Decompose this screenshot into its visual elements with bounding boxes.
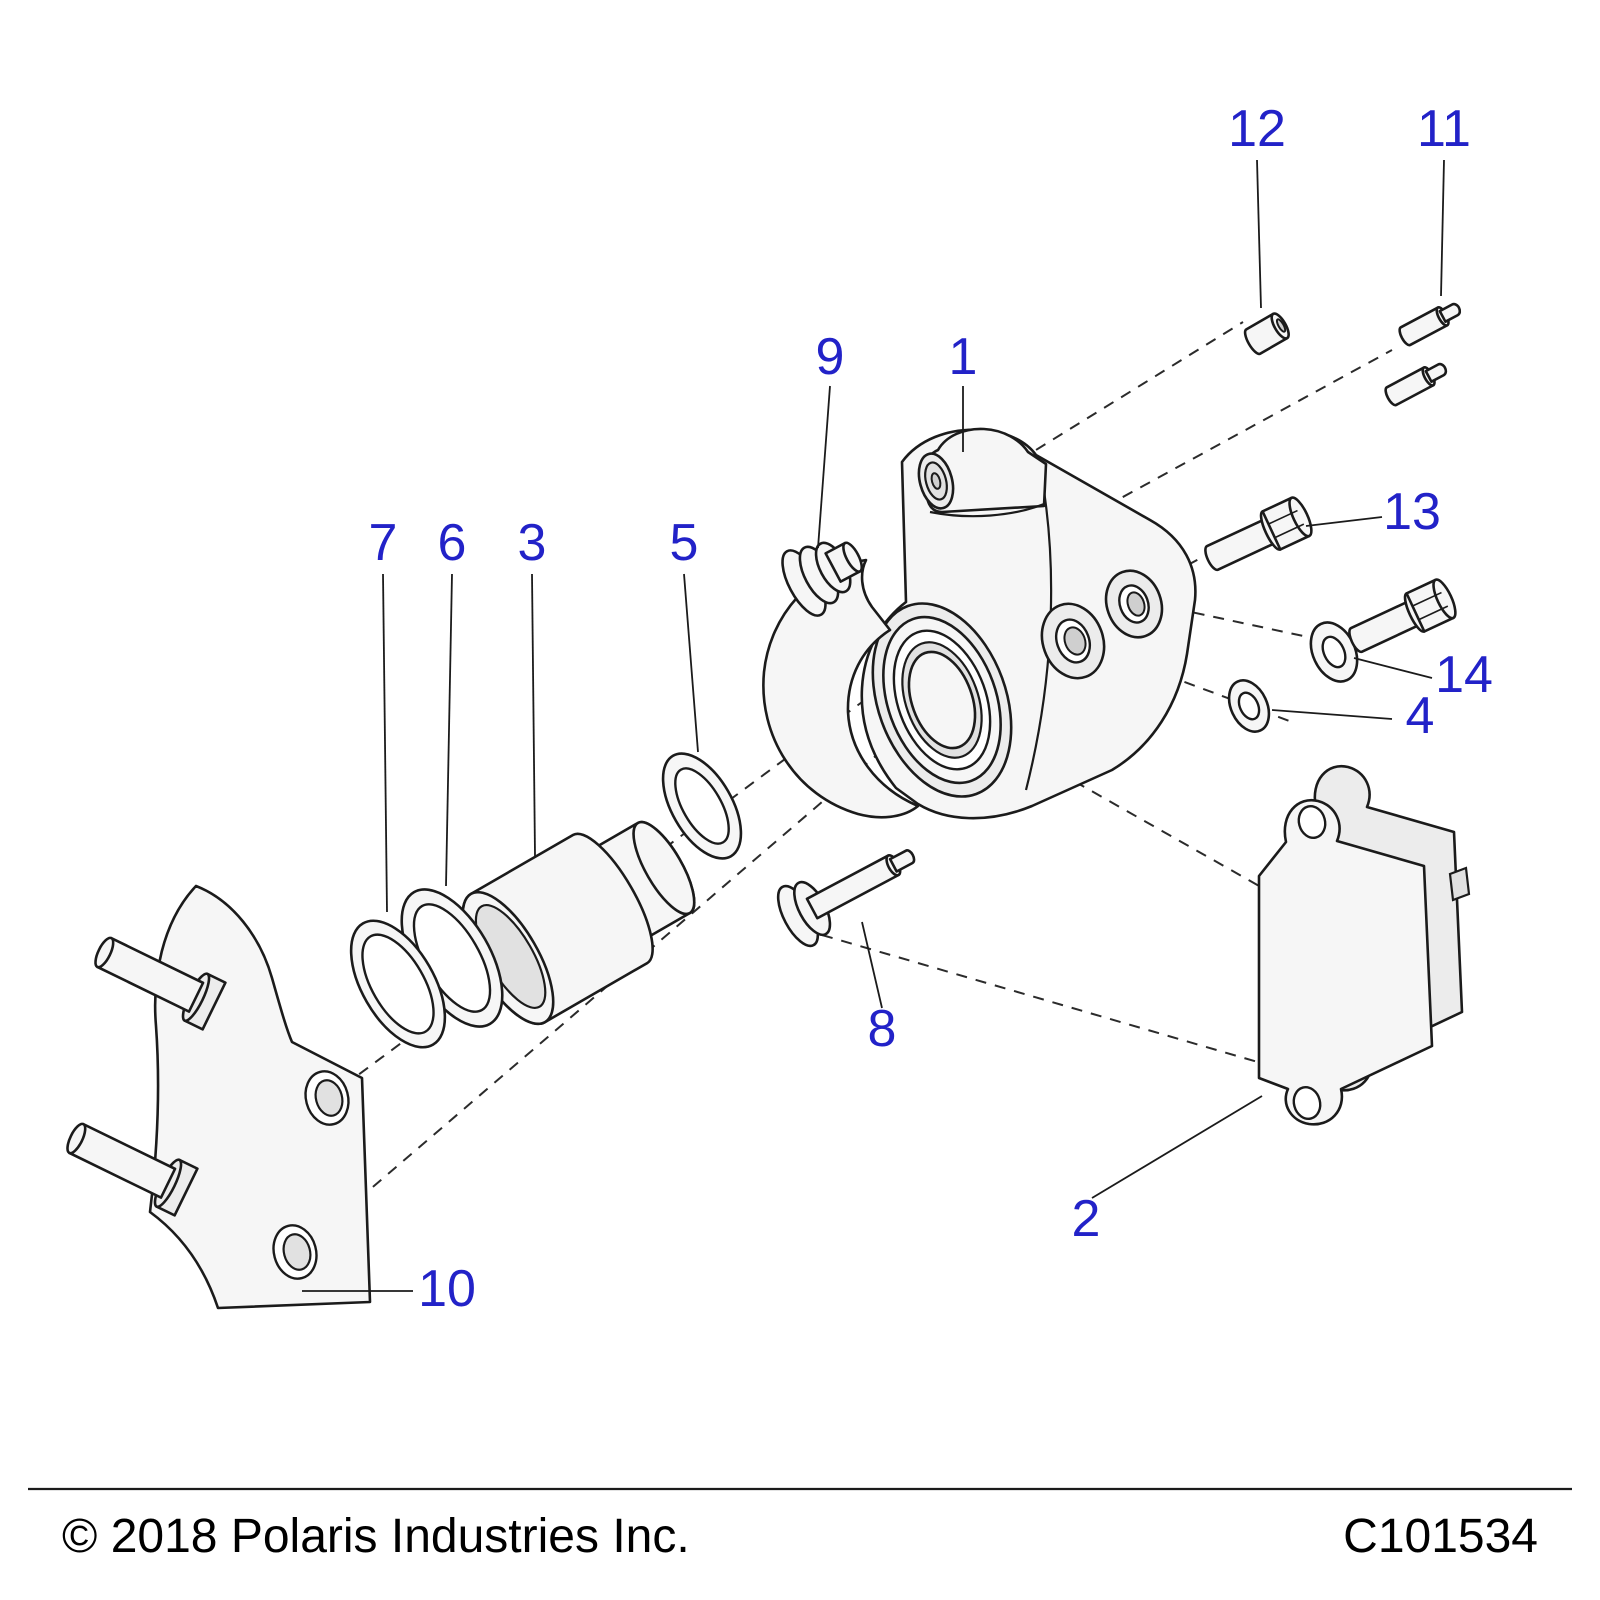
piston-nose-face	[632, 820, 696, 916]
part-bolt-upper	[1204, 496, 1313, 572]
bracket-hole-upper-depth	[314, 1079, 344, 1117]
axis-line-pad-lower	[821, 934, 1293, 1073]
callout-10: 10	[418, 1260, 476, 1318]
cap-hole	[1275, 318, 1287, 333]
callout-13: 13	[1383, 483, 1441, 541]
callout-8: 8	[868, 1000, 897, 1058]
pin-nose	[1424, 362, 1448, 384]
brake-pad-front	[1257, 798, 1434, 1126]
o-ring-inner	[361, 933, 435, 1035]
leader-13	[1305, 516, 1383, 527]
leader-14	[1353, 657, 1433, 679]
part-mounting-bracket	[66, 884, 372, 1310]
part-bolt-lower	[1348, 578, 1457, 654]
leader-4	[1271, 709, 1393, 720]
part-guide-pin-lower	[1384, 362, 1448, 407]
pin-shaft	[805, 854, 900, 920]
callout-3: 3	[518, 514, 547, 572]
leader-2	[1091, 1095, 1263, 1199]
footer-drawing-code: C101534	[1343, 1510, 1538, 1563]
leader-6	[445, 573, 453, 887]
callout-leader-lines	[302, 159, 1445, 1292]
bolt-head-face	[1432, 578, 1457, 620]
leader-3	[531, 573, 536, 857]
part-cap	[1243, 312, 1290, 356]
callout-4: 4	[1406, 687, 1435, 745]
leader-7	[382, 573, 388, 913]
footer: © 2018 Polaris Industries Inc. C101534	[28, 1487, 1572, 1563]
leader-9	[817, 385, 831, 549]
stud-tip	[94, 936, 115, 969]
axis-line-cap	[967, 321, 1244, 493]
callout-7: 7	[369, 514, 398, 572]
part-pin-boot-upper	[781, 541, 864, 617]
washer-inner	[1321, 635, 1347, 669]
callout-9: 9	[816, 328, 845, 386]
pad-ear-hole-upper	[1297, 804, 1327, 840]
callout-1: 1	[949, 328, 978, 386]
callout-labels: 1 2 3 4 5 6 7 8 9 10 11 12 13 14	[369, 100, 1493, 1318]
stud-tip	[66, 1122, 87, 1155]
part-brake-pads	[1257, 764, 1471, 1126]
leader-11	[1440, 159, 1445, 297]
pad-retainer-tab	[1448, 866, 1471, 902]
leader-12	[1256, 159, 1262, 309]
pin-nose	[1438, 302, 1462, 324]
footer-copyright: © 2018 Polaris Industries Inc.	[62, 1510, 690, 1563]
caliper-lug-upper-depth	[1126, 591, 1146, 617]
part-guide-pin-upper	[1398, 302, 1462, 347]
bolt-head-face	[1288, 496, 1313, 538]
leader-5	[683, 573, 699, 753]
part-caliper-body	[762, 427, 1197, 820]
part-o-ring-6	[400, 888, 504, 1028]
caliper-lug-lower-depth	[1063, 626, 1087, 656]
axis-line-pad-upper	[1004, 741, 1299, 909]
part-guide-pin-boot	[776, 849, 916, 948]
pin-body	[1398, 306, 1449, 347]
part-piston	[461, 820, 696, 1026]
bracket-stud-upper	[94, 936, 227, 1031]
part-o-ring-7	[349, 919, 447, 1049]
pad-ear-hole-lower	[1292, 1085, 1322, 1121]
leader-8	[861, 921, 883, 1009]
callout-12: 12	[1228, 100, 1286, 158]
pin-body	[1384, 366, 1435, 407]
callout-11: 11	[1417, 100, 1471, 158]
callout-14: 14	[1435, 646, 1493, 704]
bolt-hex-facet-1	[1269, 509, 1298, 525]
part-washer-4	[1227, 679, 1271, 733]
bracket-stud-lower	[66, 1122, 199, 1217]
washer-inner	[1237, 691, 1261, 721]
bolt-hex-facet-2	[1419, 605, 1449, 620]
pin-tip	[888, 849, 916, 873]
inlet-boss-port	[930, 472, 942, 490]
callout-2: 2	[1072, 1190, 1101, 1248]
callout-6: 6	[438, 514, 467, 572]
callout-5: 5	[670, 514, 699, 572]
bracket-hole-lower-depth	[282, 1233, 312, 1271]
bolt-shaft	[1204, 517, 1279, 572]
bolt-hex-facet-1	[1413, 591, 1442, 607]
caliper-top-cylinder-base	[929, 502, 1045, 518]
caliper-bore-bottom	[907, 650, 977, 750]
caliper-hook-arm	[762, 558, 920, 819]
seal-inner	[674, 767, 730, 845]
boot-collar-face	[842, 541, 864, 573]
part-piston-seal	[661, 752, 743, 860]
bolt-shaft	[1348, 599, 1423, 654]
bolt-hex-facet-2	[1275, 523, 1305, 538]
